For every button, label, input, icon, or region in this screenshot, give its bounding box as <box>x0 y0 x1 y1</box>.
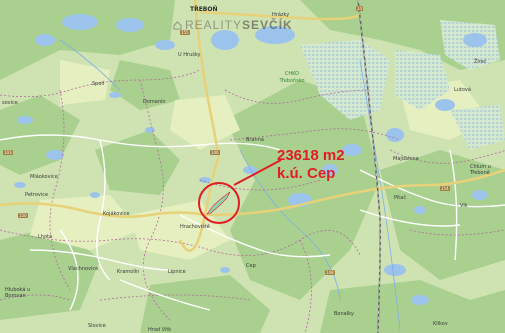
place-label: U Hrušky <box>178 52 201 58</box>
place-label: Kojákovice <box>103 211 130 217</box>
place-label: Hrázky <box>272 12 290 18</box>
place-label: Třeboně <box>470 170 490 176</box>
place-label: Vlachnovice <box>68 266 99 272</box>
place-label: Bonalky <box>334 311 354 317</box>
plot-cadastre-label: k.ú. Cep <box>277 165 336 182</box>
place-label: Lipnice <box>168 269 186 275</box>
plot-highlight-circle <box>198 182 240 224</box>
place-label: Lutová <box>454 87 471 93</box>
road-badge: 150 <box>18 213 28 218</box>
road-badge: 154 <box>440 186 450 191</box>
protected-area-name: Třeboňsko <box>279 77 305 84</box>
watermark: REALITYSEVČÍK <box>173 18 293 32</box>
plot-annotation: 23618 m2 k.ú. Cep <box>277 147 345 183</box>
place-label: Branná <box>246 137 264 143</box>
place-label: Kramolín <box>117 269 140 275</box>
place-label: Lhota <box>38 234 53 240</box>
minor-roads <box>0 134 505 311</box>
protected-area-label: CHKO Třeboňsko <box>268 71 316 84</box>
place-label: Domanín <box>143 99 166 105</box>
place-label: Slovice <box>88 323 106 329</box>
road-badge: 146 <box>210 150 220 155</box>
ponds <box>14 14 488 305</box>
plot-parcel <box>206 191 231 215</box>
place-label: Majdalena <box>393 156 419 162</box>
place-label: Hluboká u <box>5 287 31 293</box>
town-label-trebon: TŘEBOŇ <box>190 6 218 13</box>
road-badge: 148 <box>325 270 335 275</box>
watermark-text-reality: REALITY <box>185 18 243 32</box>
place-label: Hrachoviště <box>180 224 210 230</box>
place-label: Borovan <box>5 293 26 299</box>
place-label: Cep <box>246 263 256 269</box>
house-icon <box>173 21 182 30</box>
place-label: Žíreč <box>474 59 487 65</box>
place-label: Petrovice <box>25 192 49 198</box>
marsh-areas <box>300 20 505 150</box>
main-roads <box>0 0 505 252</box>
protected-area-title: CHKO <box>284 71 300 77</box>
place-label: Mláokovice <box>30 174 58 180</box>
place-label: sovice <box>2 100 18 106</box>
place-label: Pitač <box>394 195 407 201</box>
place-label: Klikov <box>433 321 448 327</box>
railway <box>357 0 381 333</box>
annotation-leader-line <box>233 159 282 186</box>
plot-area-label: 23618 m2 <box>277 147 345 164</box>
place-label: Spolí <box>92 81 105 87</box>
place-label: Vlk <box>460 203 468 209</box>
watermark-text-sevcik: SEVČÍK <box>242 18 293 32</box>
road-badge: 155 <box>180 30 190 35</box>
place-label: Hrad Vitk <box>148 327 172 333</box>
road-badge: 103 <box>3 150 13 155</box>
place-label: Chlum u <box>470 164 491 170</box>
road-badge: 24 <box>356 6 364 11</box>
